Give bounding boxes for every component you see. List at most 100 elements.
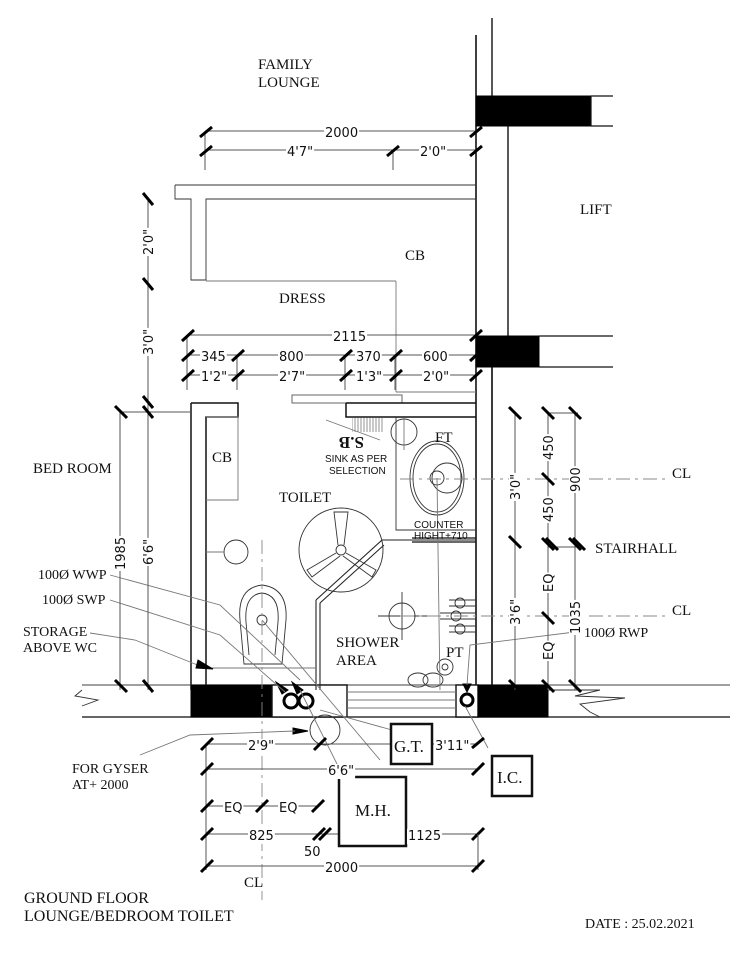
toilet-cabinet (206, 416, 239, 501)
dim-label-mask (223, 801, 244, 816)
dim-label-mask (247, 739, 276, 754)
dim-label-mask (278, 801, 299, 816)
room-labels: FAMILY LOUNGE LIFT CB DRESS BED ROOM CB … (33, 57, 677, 669)
dim-label-mask (142, 227, 157, 256)
sb-label: S.B (339, 433, 364, 452)
gully-trap-box (389, 722, 434, 766)
shower-mixer-icon (298, 507, 384, 593)
dim-label: EQ (542, 574, 557, 592)
dim-label: 370 (356, 350, 381, 365)
mh-label: M.H. (355, 801, 391, 820)
shower-partition (315, 539, 476, 690)
pt-label: PT (446, 645, 464, 661)
dim-label-mask (542, 496, 557, 523)
dim-label: 3'0" (142, 329, 157, 355)
drawing-title: GROUND FLOOR (24, 890, 149, 907)
sink-note: SELECTION (329, 466, 386, 477)
dim-label: 1035 (569, 601, 584, 634)
dim-label: 1'2" (201, 370, 227, 385)
dim-label-mask (542, 572, 557, 593)
geyser-icon (309, 714, 341, 746)
column-bottom-right (477, 684, 549, 718)
dim-label-mask (355, 370, 384, 385)
room-label-dress: DRESS (279, 291, 326, 307)
dim-label-mask (422, 370, 451, 385)
room-label-cb: CB (405, 248, 425, 264)
dim-label: EQ (224, 801, 242, 816)
fixture-labels: S.B SINK AS PER SELECTION FT COUNTER HIG… (325, 430, 523, 820)
dim-label: 6'6" (142, 539, 157, 565)
dim-label-mask (278, 370, 307, 385)
dim-label: 450 (542, 497, 557, 522)
sink-note: SINK AS PER (325, 454, 387, 465)
dim-label-mask (542, 640, 557, 661)
dim-label: 3'0" (509, 474, 524, 500)
dim-label-mask (332, 330, 368, 345)
cl-label: CL (672, 603, 691, 619)
dim-label: 3'6" (509, 599, 524, 625)
drawing-date: DATE : 25.02.2021 (585, 917, 695, 932)
room-label: LOUNGE (258, 75, 320, 91)
storage-note: STORAGE (23, 625, 87, 640)
pt-trap-icon (407, 658, 454, 688)
gt-label: G.T. (394, 737, 424, 756)
dim-label: 6'6" (328, 764, 354, 779)
title-block: GROUND FLOOR LOUNGE/BEDROOM TOILET DATE … (24, 890, 695, 932)
room-label-area: AREA (336, 653, 377, 669)
dim-label-mask (303, 845, 322, 860)
room-label-toilet: TOILET (279, 490, 331, 506)
dim-label: 4'7" (287, 145, 313, 160)
dim-label: 900 (569, 467, 584, 492)
dim-label-mask (142, 327, 157, 356)
dim-label-mask (200, 370, 229, 385)
dress-wall (174, 184, 476, 281)
walls (73, 18, 730, 718)
dim-label: 2'0" (142, 229, 157, 255)
dimension-labels: 2000 4'7" 2'0" 2'0" 3'0" 2115 345 800 37… (114, 126, 584, 876)
dim-label-mask (509, 472, 524, 501)
dim-label-mask (114, 535, 129, 571)
ft-label: FT (435, 430, 453, 446)
inspection-chamber-box (490, 754, 534, 798)
dim-label: EQ (279, 801, 297, 816)
dim-label-mask (407, 829, 443, 844)
room-label-lift: LIFT (580, 202, 612, 218)
dim-label-mask (434, 739, 471, 754)
dim-label-mask (324, 861, 360, 876)
room-label-stairhall: STAIRHALL (595, 541, 677, 557)
dim-label-mask (422, 350, 449, 365)
dim-label: 50 (304, 845, 321, 860)
dim-label-mask (355, 350, 382, 365)
dim-label-mask (200, 350, 227, 365)
dim-label: 2115 (333, 330, 366, 345)
shelf (291, 394, 403, 404)
dim-label-mask (509, 597, 524, 626)
dim-label: 2'0" (420, 145, 446, 160)
dim-label: 2000 (325, 126, 358, 141)
dim-label: 2'0" (423, 370, 449, 385)
room-label-shower: SHOWER (336, 635, 399, 651)
cl-label: CL (672, 466, 691, 482)
storage-note: ABOVE WC (23, 641, 97, 656)
cl-label: CL (244, 875, 263, 891)
sink-icon (352, 418, 418, 450)
toilet-left-wall (190, 402, 239, 690)
dim-label-mask (248, 829, 275, 844)
dim-label: 1985 (114, 537, 129, 570)
dim-label: 800 (279, 350, 304, 365)
dim-label: 1125 (408, 829, 441, 844)
room-label-cb-toilet: CB (212, 450, 232, 466)
ic-label: I.C. (497, 768, 523, 787)
dim-label: 3'11" (435, 739, 469, 754)
dim-label: 1'3" (356, 370, 382, 385)
counter-note: HIGHT+710 (414, 531, 468, 542)
dim-label-mask (569, 599, 584, 635)
valves-icon (440, 597, 476, 635)
dim-label: EQ (542, 642, 557, 660)
dim-label-mask (286, 145, 315, 160)
dim-label-mask (142, 537, 157, 566)
gyser-note: AT+ 2000 (72, 778, 129, 793)
dim-label-mask (569, 466, 584, 493)
manhole-box (337, 775, 408, 848)
